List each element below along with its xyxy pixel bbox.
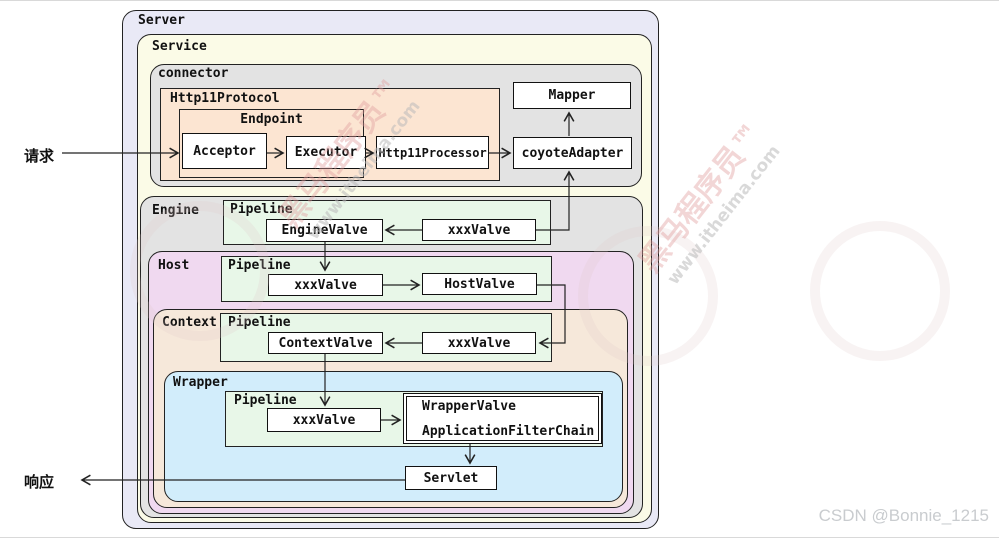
- wrapper-xxx-valve-node-label: xxxValve: [292, 412, 356, 428]
- host-label: Host: [158, 258, 190, 273]
- context-pipeline-label: Pipeline: [228, 315, 291, 330]
- host-xxx-valve-node-label: xxxValve: [294, 277, 357, 293]
- context-valve-node: ContextValve: [268, 332, 383, 354]
- wrapper-valve-node-label: WrapperValve: [422, 399, 516, 414]
- http11processor-node: Http11Processor: [376, 136, 489, 169]
- mapper-node: Mapper: [513, 82, 631, 109]
- servlet-node-label: Servlet: [423, 470, 479, 486]
- application-filter-chain-label: ApplicationFilterChain: [422, 424, 595, 439]
- executor-node: Executor: [286, 136, 366, 169]
- engine-pipeline-label: Pipeline: [230, 202, 293, 217]
- host-valve-node-label: HostValve: [444, 276, 515, 292]
- request-label: 请求: [24, 147, 55, 165]
- acceptor-node-label: Acceptor: [193, 143, 256, 159]
- executor-node-label: Executor: [294, 145, 358, 160]
- context-label: Context: [162, 315, 217, 330]
- engine-valve-node-label: EngineValve: [281, 223, 368, 238]
- coyote-adapter-node: coyoteAdapter: [513, 137, 632, 169]
- engine-valve-node: EngineValve: [266, 219, 383, 242]
- wrapper-label: Wrapper: [173, 375, 228, 390]
- engine-xxx-valve-node-label: xxxValve: [447, 222, 511, 238]
- context-valve-node-label: ContextValve: [278, 335, 373, 351]
- brand-watermark-site: www.itheima.com: [663, 141, 785, 289]
- response-label: 响应: [24, 473, 55, 491]
- host-valve-node: HostValve: [422, 273, 537, 295]
- host-pipeline-label: Pipeline: [228, 258, 291, 273]
- wrapper-valve-node: WrapperValve ApplicationFilterChain: [403, 393, 602, 444]
- http11processor-node-label: Http11Processor: [378, 145, 487, 160]
- wrapper-pipeline-label: Pipeline: [234, 393, 297, 408]
- engine-label: Engine: [152, 203, 199, 218]
- wrapper-xxx-valve-node: xxxValve: [267, 408, 381, 432]
- coyote-adapter-node-label: coyoteAdapter: [521, 145, 624, 161]
- context-xxx-valve-node: xxxValve: [422, 332, 536, 354]
- service-label: Service: [152, 39, 207, 54]
- http11protocol-label: Http11Protocol: [170, 91, 280, 106]
- credit-watermark: CSDN @Bonnie_1215: [818, 506, 989, 525]
- acceptor-node: Acceptor: [182, 133, 267, 169]
- context-xxx-valve-node-label: xxxValve: [447, 335, 511, 351]
- connector-label: connector: [158, 66, 229, 81]
- brand-logo-circle: [810, 221, 950, 361]
- endpoint-label: Endpoint: [240, 112, 303, 127]
- mapper-node-label: Mapper: [548, 88, 596, 103]
- host-xxx-valve-node: xxxValve: [268, 274, 383, 296]
- engine-xxx-valve-node: xxxValve: [422, 219, 536, 241]
- server-label: Server: [138, 13, 185, 28]
- servlet-node: Servlet: [405, 466, 497, 490]
